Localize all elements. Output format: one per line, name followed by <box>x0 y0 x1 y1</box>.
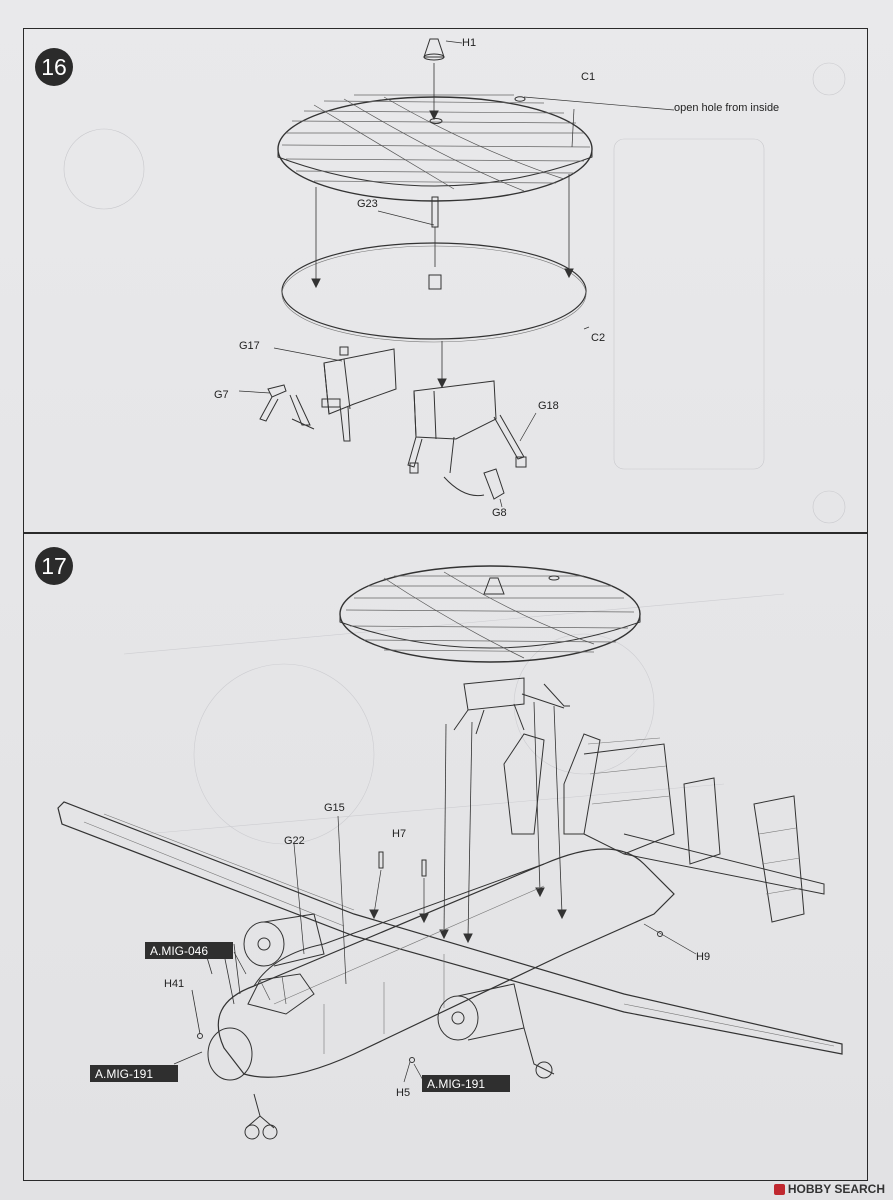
label-g8: G8 <box>492 507 507 519</box>
label-g15: G15 <box>324 802 345 814</box>
label-h1: H1 <box>462 37 476 49</box>
paint-ref-mig046: A.MIG-046 <box>145 942 233 959</box>
label-c1: C1 <box>581 71 595 83</box>
label-h9: H9 <box>696 951 710 963</box>
watermark-logo-icon <box>773 1183 785 1195</box>
step-number-16: 16 <box>35 48 73 86</box>
rotodome-mount <box>453 677 570 735</box>
step-number-17: 17 <box>35 547 73 585</box>
label-h41: H41 <box>164 978 184 990</box>
label-g18: G18 <box>538 400 559 412</box>
svg-text:A.MIG-046: A.MIG-046 <box>150 944 208 958</box>
aircraft-fuselage <box>217 848 675 1078</box>
label-c2: C2 <box>591 332 605 344</box>
aircraft-nose <box>207 1027 278 1140</box>
part-h1-cone <box>423 38 445 121</box>
engine-left <box>243 913 325 967</box>
step-16-drawing: H1 C1 open hole from inside G23 C2 G17 G… <box>63 37 846 524</box>
assembled-rotodome <box>339 565 641 663</box>
step-17-drawing: G15 G22 H7 H9 H41 H5 A.MIG-046 A.MIG-191… <box>57 565 843 1140</box>
label-g23: G23 <box>357 198 378 210</box>
paint-ref-mig191-left: A.MIG-191 <box>90 1065 178 1082</box>
part-g7-leg <box>259 384 315 430</box>
aircraft-wings <box>57 801 843 1055</box>
rotodome-c1 <box>277 94 593 202</box>
part-g8-leg <box>443 468 505 500</box>
faded-background-art <box>63 62 846 524</box>
label-g22: G22 <box>284 835 305 847</box>
hobby-search-watermark: HOBBY SEARCH <box>773 1182 885 1196</box>
label-open-hole: open hole from inside <box>674 102 779 114</box>
label-g7: G7 <box>214 389 229 401</box>
part-g23-pin <box>428 196 442 290</box>
svg-text:A.MIG-191: A.MIG-191 <box>95 1067 153 1081</box>
part-h7-antennas <box>369 851 429 924</box>
step-16-panel: 16 <box>23 28 868 533</box>
rotodome-c2 <box>281 242 587 343</box>
label-h7: H7 <box>392 828 406 840</box>
label-g17: G17 <box>239 340 260 352</box>
paint-ref-mig191-right: A.MIG-191 <box>422 1075 510 1092</box>
part-g17-strut <box>321 346 397 442</box>
step-17-panel: 17 <box>23 533 868 1181</box>
label-h5: H5 <box>396 1087 410 1099</box>
watermark-text: HOBBY SEARCH <box>787 1182 885 1196</box>
engine-right <box>437 983 555 1079</box>
aircraft-tail <box>503 733 825 923</box>
faded-background-art <box>123 593 785 845</box>
part-g18-mount <box>407 380 527 474</box>
svg-text:A.MIG-191: A.MIG-191 <box>427 1077 485 1091</box>
